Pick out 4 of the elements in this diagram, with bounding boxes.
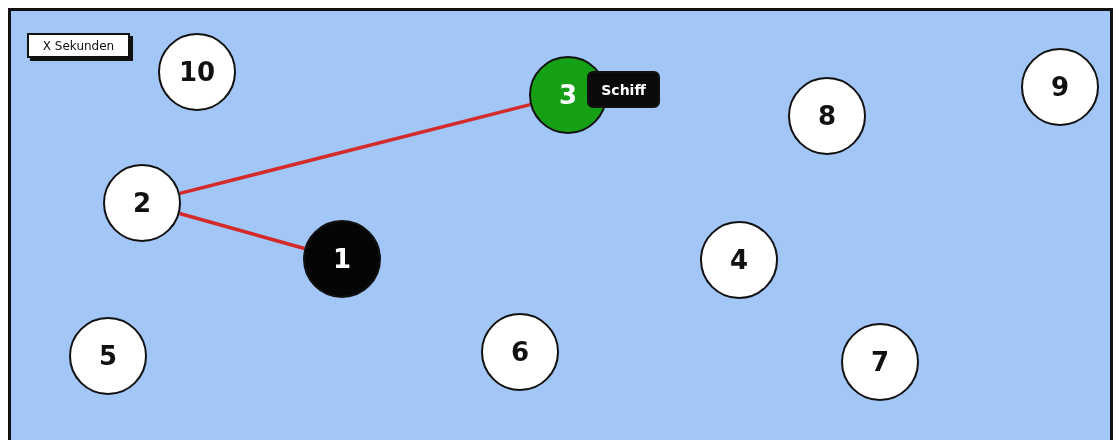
- connector-line: [179, 102, 531, 196]
- tooltip-label: Schiff: [587, 71, 660, 108]
- caption-box: X Sekunden: [27, 33, 130, 58]
- connector-line: [179, 211, 305, 251]
